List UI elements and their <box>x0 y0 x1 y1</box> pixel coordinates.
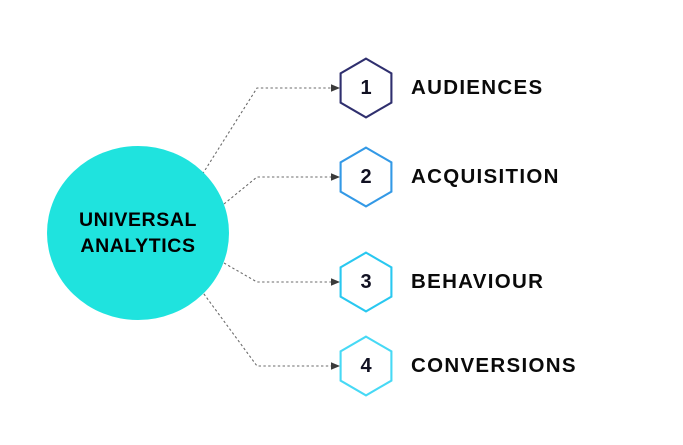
hexagon-4-outline <box>339 335 393 397</box>
connector-arrow-4 <box>331 362 340 370</box>
branch-label-acquisition: ACQUISITION <box>411 165 560 188</box>
hexagon-4-number: 4 <box>360 354 372 377</box>
hexagon-4-shape <box>339 335 393 397</box>
connector-line-4 <box>200 289 337 367</box>
universal-analytics-hub[interactable]: UNIVERSAL ANALYTICS <box>47 146 229 320</box>
hexagon-3-number: 3 <box>360 270 372 293</box>
hexagon-1[interactable]: 1 <box>339 57 393 119</box>
branch-behaviour[interactable]: 3 BEHAVIOUR <box>339 251 544 313</box>
hexagon-1-outline <box>339 57 393 119</box>
connector-arrow-2 <box>331 173 340 181</box>
hexagon-4[interactable]: 4 <box>339 335 393 397</box>
hexagon-3[interactable]: 3 <box>339 251 393 313</box>
connector-arrow-1 <box>331 84 340 92</box>
hexagon-1-shape <box>339 57 393 119</box>
hub-title-line-2: ANALYTICS <box>80 235 196 257</box>
hexagon-2-outline <box>339 146 393 208</box>
hexagon-2[interactable]: 2 <box>339 146 393 208</box>
hexagon-3-outline <box>339 251 393 313</box>
hub-title-line-1: UNIVERSAL <box>78 209 198 231</box>
connector-line-2 <box>223 176 337 205</box>
connector-line-3 <box>223 262 337 283</box>
connector-line-1 <box>199 87 337 179</box>
hexagon-3-shape <box>339 251 393 313</box>
hexagon-2-shape <box>339 146 393 208</box>
branch-label-conversions: CONVERSIONS <box>411 354 577 377</box>
branch-audiences[interactable]: 1 AUDIENCES <box>339 57 543 119</box>
connector-arrow-3 <box>331 278 340 286</box>
hexagon-2-number: 2 <box>360 165 372 188</box>
branch-label-audiences: AUDIENCES <box>411 76 544 99</box>
branch-acquisition[interactable]: 2 ACQUISITION <box>339 146 560 208</box>
branch-conversions[interactable]: 4 CONVERSIONS <box>339 335 577 397</box>
branch-label-behaviour: BEHAVIOUR <box>411 270 545 293</box>
hexagon-1-number: 1 <box>360 76 372 99</box>
